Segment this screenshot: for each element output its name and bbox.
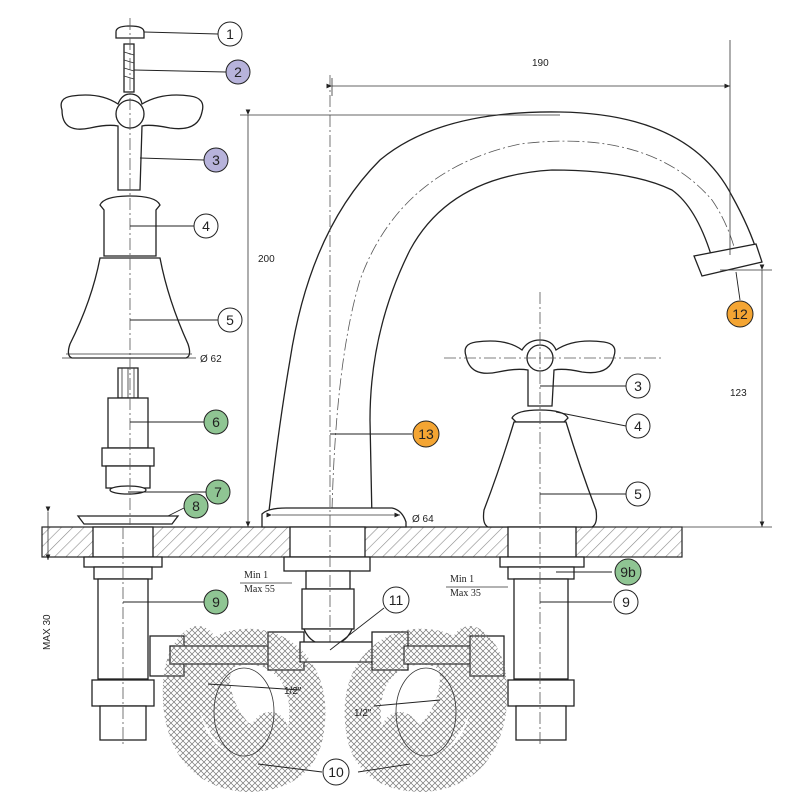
- tap-min-note: Min 1: [450, 574, 474, 585]
- dim-handle-diameter: Ø 62: [200, 354, 222, 365]
- svg-text:10: 10: [328, 764, 344, 780]
- callout-7: 7: [205, 479, 231, 505]
- svg-text:2: 2: [234, 64, 242, 80]
- left-exploded-tap: [60, 18, 204, 525]
- thread-left-leader: [207, 683, 301, 691]
- callout-5-right: 5: [625, 481, 651, 507]
- spout-min-note: Min 1: [244, 570, 268, 581]
- callout-3-right: 3: [625, 373, 651, 399]
- dim-spout-diameter: Ø 64: [412, 514, 434, 525]
- callout-5-left: 5: [217, 307, 243, 333]
- spout-max-note: Max 55: [244, 584, 275, 595]
- svg-text:11: 11: [389, 592, 404, 608]
- callout-10: 10: [322, 758, 350, 786]
- callout-11: 11: [382, 586, 410, 614]
- tap-max-note: Max 35: [450, 588, 481, 599]
- callout-9-left: 9: [203, 589, 229, 615]
- callout-13: 13: [412, 420, 440, 448]
- svg-text:4: 4: [202, 218, 210, 234]
- svg-text:7: 7: [214, 484, 222, 500]
- svg-text:5: 5: [634, 486, 642, 502]
- right-tap: [444, 292, 664, 745]
- svg-text:3: 3: [212, 152, 220, 168]
- callout-4-left: 4: [193, 213, 219, 239]
- svg-text:12: 12: [732, 306, 748, 322]
- svg-text:9: 9: [622, 594, 630, 610]
- callout-12: 12: [726, 300, 754, 328]
- callout-1: 1: [217, 21, 243, 47]
- svg-text:9: 9: [212, 594, 220, 610]
- thread-right-leader: [373, 699, 441, 707]
- flexible-hoses: [162, 626, 508, 793]
- dim-outlet-height: 123: [730, 388, 747, 399]
- callout-8: 8: [183, 493, 209, 519]
- svg-text:3: 3: [634, 378, 642, 394]
- dim-height: 200: [258, 254, 275, 265]
- callout-9-right: 9: [613, 589, 639, 615]
- callout-4-right: 4: [625, 413, 651, 439]
- dim-max-thickness: MAX 30: [42, 614, 53, 650]
- svg-text:8: 8: [192, 498, 200, 514]
- left-tap-body: [83, 526, 163, 745]
- svg-text:5: 5: [226, 312, 234, 328]
- callout-3-left: 3: [203, 147, 229, 173]
- dimension-lines: [45, 40, 772, 560]
- spout-under-body: [283, 75, 371, 650]
- thread-left: 1/2": [284, 686, 302, 697]
- svg-text:4: 4: [634, 418, 642, 434]
- callout-2: 2: [225, 59, 251, 85]
- svg-text:13: 13: [418, 426, 434, 442]
- thread-right: 1/2": [354, 708, 372, 719]
- callout-9b: 9b: [614, 558, 642, 586]
- svg-text:1: 1: [226, 26, 234, 42]
- callout-6: 6: [203, 409, 229, 435]
- leader-lines: [123, 31, 741, 773]
- svg-text:9b: 9b: [620, 564, 636, 580]
- dim-reach: 190: [532, 58, 549, 69]
- svg-text:6: 6: [212, 414, 220, 430]
